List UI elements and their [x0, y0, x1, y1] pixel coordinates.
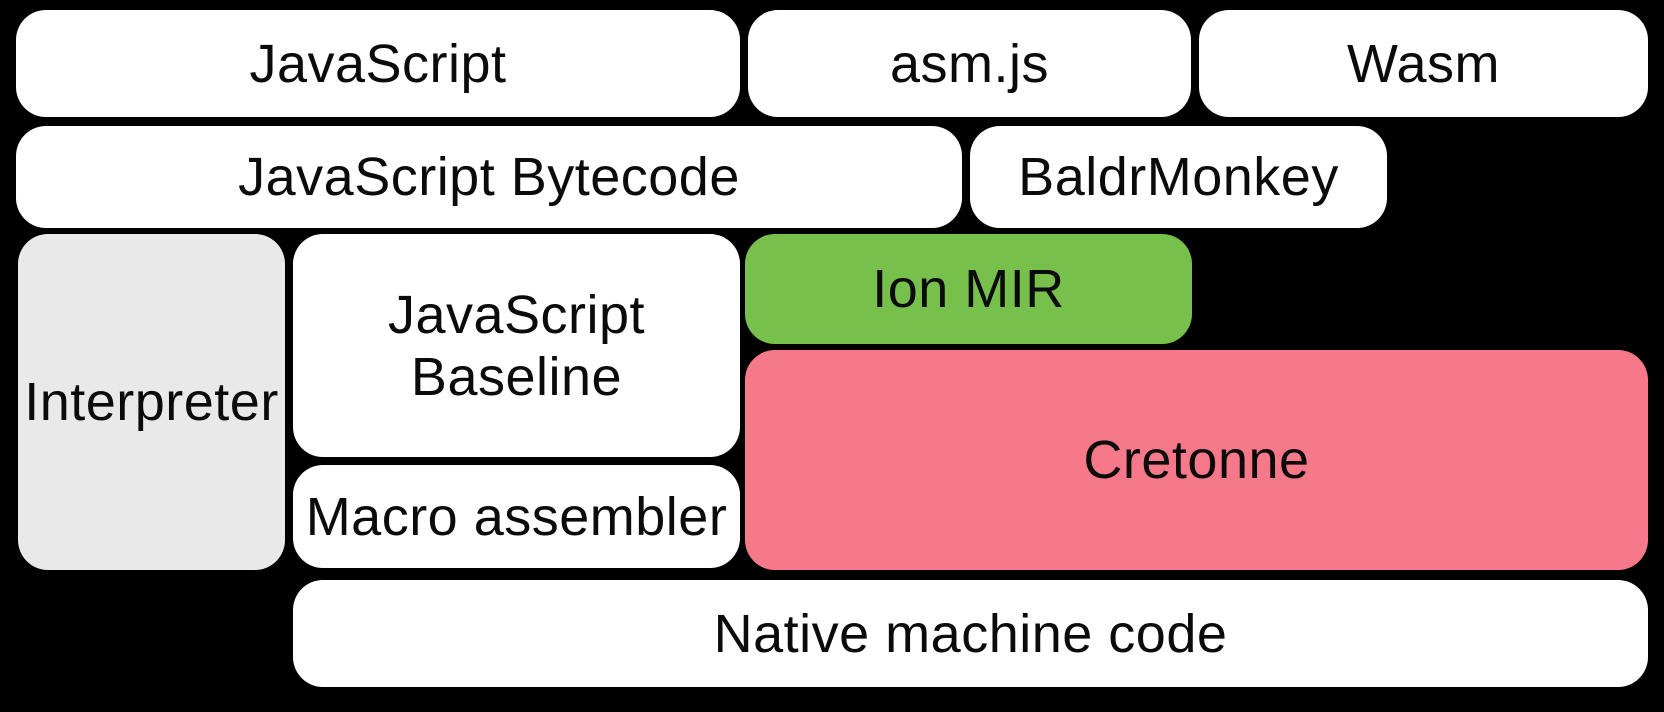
box-ion-mir: Ion MIR [745, 234, 1192, 344]
box-wasm: Wasm [1199, 10, 1648, 117]
box-javascript: JavaScript [16, 10, 740, 117]
box-baldrmonkey-label: BaldrMonkey [1018, 147, 1339, 207]
box-cretonne-label: Cretonne [1083, 430, 1310, 490]
box-native-machine-code-label: Native machine code [713, 603, 1228, 664]
box-wasm-label: Wasm [1347, 33, 1500, 94]
box-interpreter-label: Interpreter [24, 372, 279, 432]
box-interpreter: Interpreter [18, 234, 285, 570]
box-javascript-label: JavaScript [249, 33, 507, 94]
box-asmjs: asm.js [748, 10, 1191, 117]
box-javascript-baseline: JavaScript Baseline [293, 234, 740, 457]
box-javascript-bytecode: JavaScript Bytecode [16, 126, 962, 228]
box-asmjs-label: asm.js [889, 33, 1049, 94]
box-macro-assembler: Macro assembler [293, 465, 740, 568]
box-javascript-baseline-line1: JavaScript [387, 284, 646, 345]
box-macro-assembler-label: Macro assembler [305, 486, 728, 547]
box-javascript-bytecode-label: JavaScript Bytecode [238, 147, 740, 207]
box-javascript-baseline-line2: Baseline [410, 346, 623, 407]
box-cretonne: Cretonne [745, 350, 1648, 570]
box-native-machine-code: Native machine code [293, 580, 1648, 687]
box-javascript-baseline-label: JavaScript Baseline [388, 284, 645, 408]
box-baldrmonkey: BaldrMonkey [970, 126, 1387, 228]
box-ion-mir-label: Ion MIR [872, 259, 1065, 319]
